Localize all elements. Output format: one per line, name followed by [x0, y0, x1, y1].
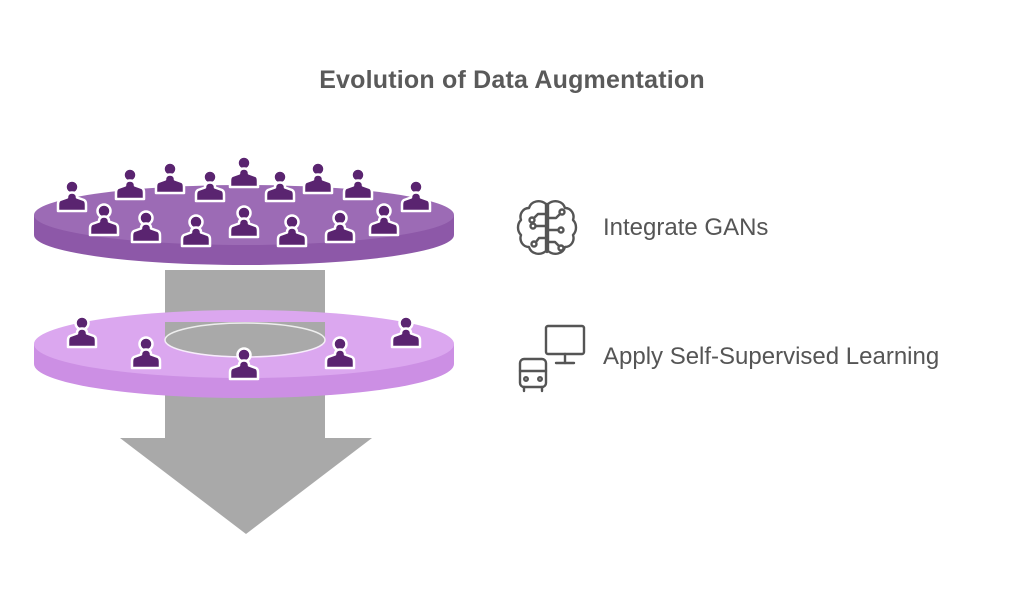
brain-circuit-icon [516, 200, 578, 255]
down-arrow [120, 270, 372, 534]
stage-label-integrate-gans: Integrate GANs [603, 214, 769, 241]
stage-label-self-supervised: Apply Self-Supervised Learning [603, 343, 940, 370]
monitor-and-bus-icon [518, 324, 586, 393]
diagram-title: Evolution of Data Augmentation [319, 66, 705, 94]
